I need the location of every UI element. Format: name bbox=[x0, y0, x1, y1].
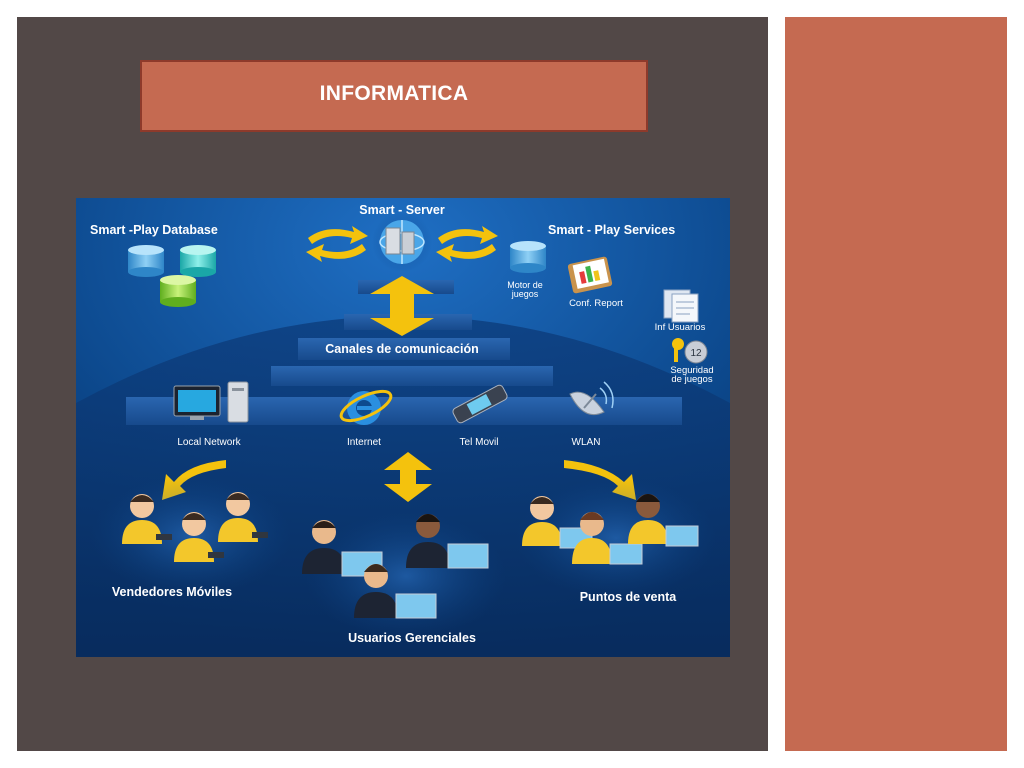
local-network-computer-icon bbox=[173, 381, 249, 423]
sync-arrows-left-icon bbox=[306, 226, 368, 262]
canales-bar bbox=[298, 338, 510, 360]
usuarios-gerenciales-group-icon bbox=[302, 514, 489, 619]
server-label: Smart - Server bbox=[359, 203, 445, 217]
seguridad-label-2: de juegos bbox=[671, 374, 712, 385]
internet-explorer-icon bbox=[339, 389, 393, 425]
vendedores-group-icon bbox=[122, 492, 268, 562]
wlan-satellite-dish-icon bbox=[569, 381, 614, 416]
internet-label: Internet bbox=[347, 437, 381, 448]
network-diagram: Smart - Server Smart -Play Database Smar… bbox=[76, 198, 730, 657]
wlan-label: WLAN bbox=[572, 437, 601, 448]
motor-label-1: Motor de bbox=[507, 280, 543, 290]
updown-arrow-top-icon bbox=[370, 276, 434, 336]
motor-label-2: juegos bbox=[511, 289, 539, 299]
users-document-icon bbox=[663, 289, 699, 323]
local-network-label: Local Network bbox=[177, 437, 241, 448]
database-icon bbox=[128, 245, 216, 307]
puntos-venta-group-icon bbox=[522, 494, 699, 565]
seguridad-label-1: Seguridad bbox=[670, 365, 713, 376]
slide-title: INFORMATICA bbox=[319, 82, 469, 105]
report-clipboard-icon bbox=[567, 256, 613, 294]
database-label: Smart -Play Database bbox=[90, 223, 218, 237]
motor-juegos-icon bbox=[510, 241, 546, 273]
server-globe-icon bbox=[372, 212, 432, 272]
inf-usuarios-label: Inf Usuarios bbox=[655, 322, 706, 333]
sync-arrows-right-icon bbox=[436, 226, 498, 262]
conf-report-label: Conf. Report bbox=[569, 298, 623, 309]
vendedores-label: Vendedores Móviles bbox=[112, 585, 232, 599]
updown-arrow-bottom-icon bbox=[384, 452, 432, 502]
security-key-lock-icon: 12 bbox=[672, 338, 708, 364]
pyramid-step-3 bbox=[271, 366, 553, 386]
mobile-phone-icon bbox=[452, 384, 508, 424]
services-label: Smart - Play Services bbox=[548, 223, 675, 237]
canales-label: Canales de comunicación bbox=[325, 342, 479, 356]
usuarios-gerenciales-label: Usuarios Gerenciales bbox=[348, 631, 476, 645]
side-accent-panel bbox=[785, 17, 1007, 751]
puntos-venta-label: Puntos de venta bbox=[580, 590, 678, 604]
title-box: INFORMATICA bbox=[140, 60, 648, 132]
tel-movil-label: Tel Movil bbox=[460, 437, 499, 448]
svg-text:12: 12 bbox=[690, 348, 702, 359]
